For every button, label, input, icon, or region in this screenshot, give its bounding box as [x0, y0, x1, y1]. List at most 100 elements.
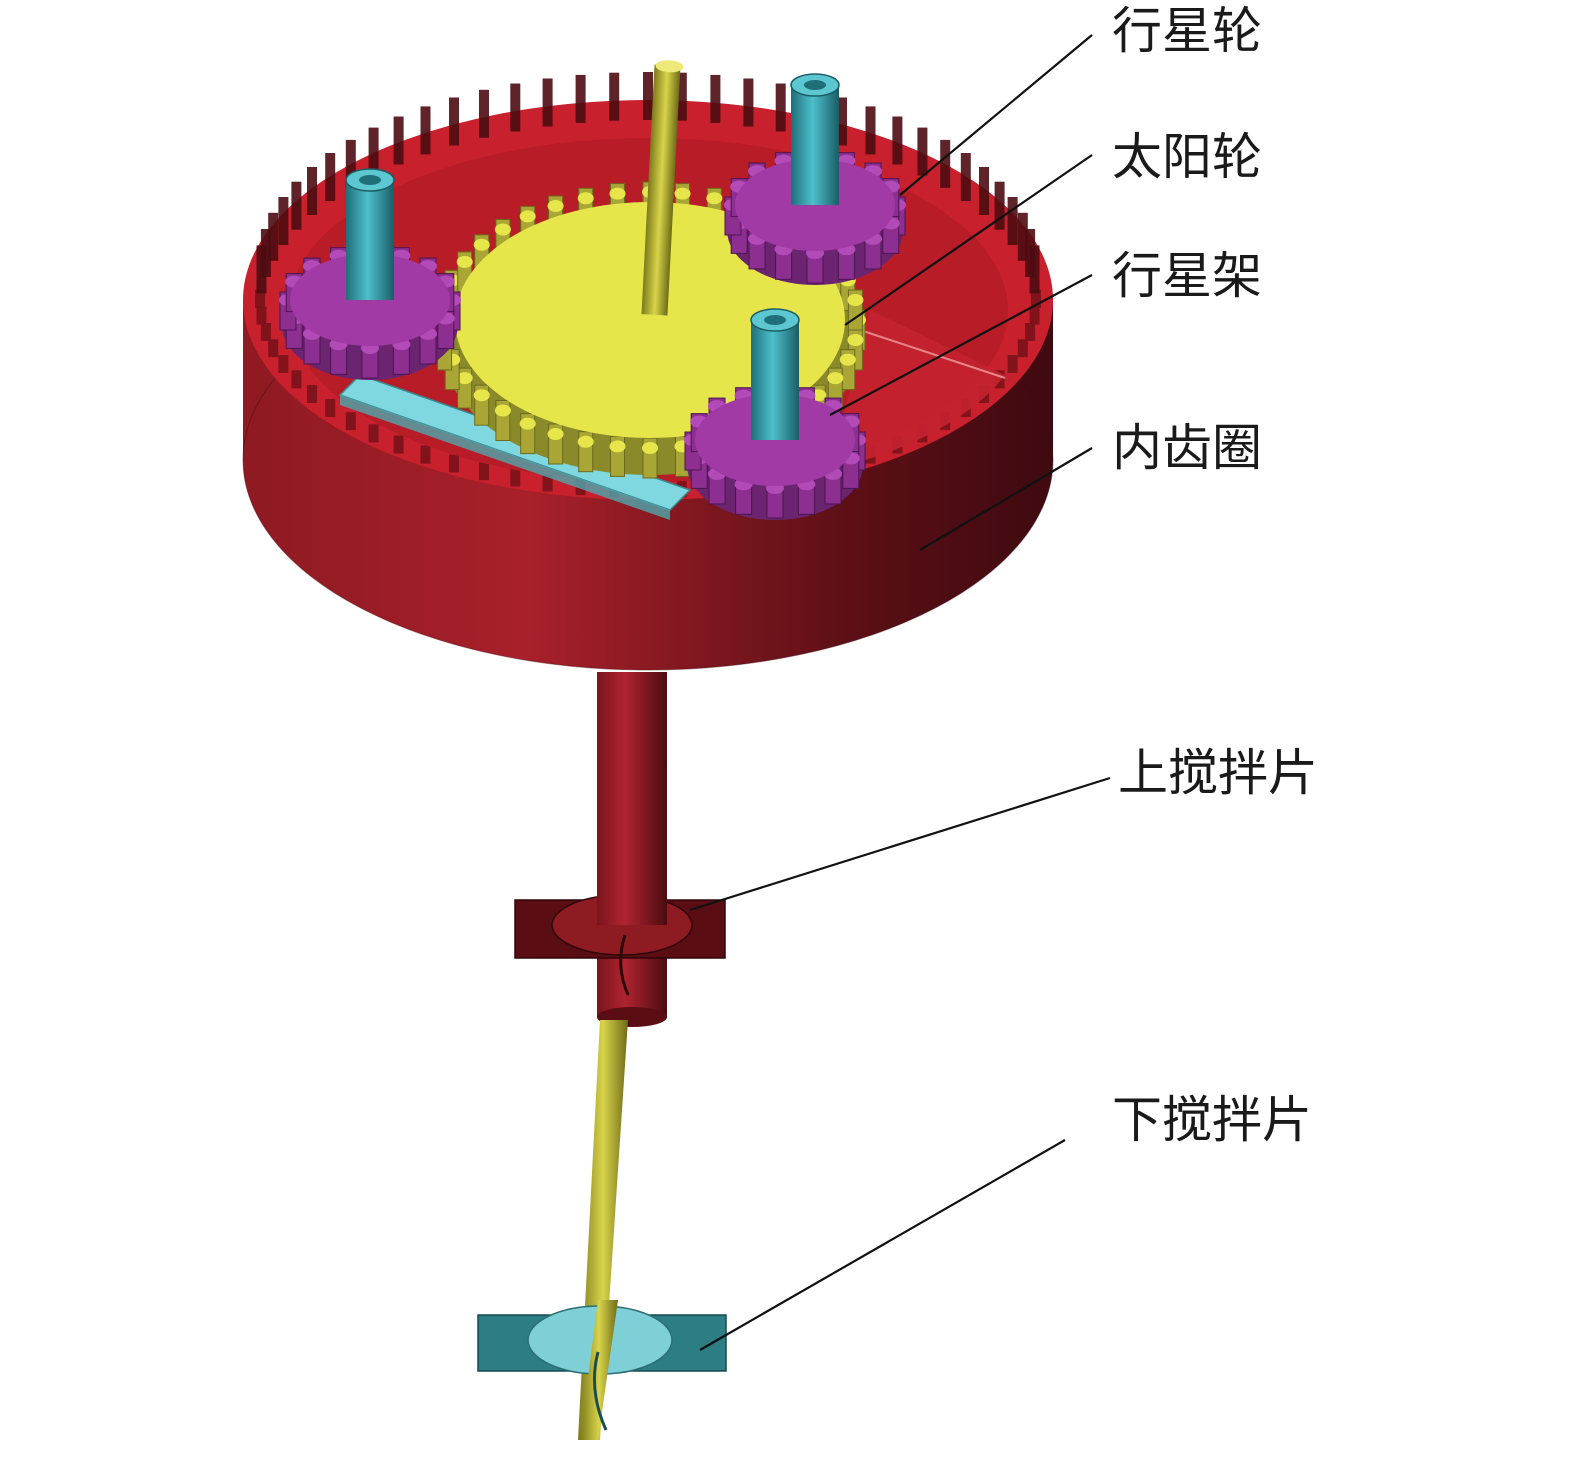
sun-tooth-tip — [827, 372, 844, 385]
planet-gear — [724, 73, 906, 285]
sun-tooth-tip — [519, 417, 536, 430]
ring-tooth — [260, 229, 271, 277]
ring-tooth — [307, 167, 317, 215]
sun-tooth-tip — [577, 435, 594, 448]
ring-tooth — [609, 72, 620, 121]
planet-pin — [751, 320, 799, 440]
sun-tooth-tip — [456, 255, 473, 268]
ring-tooth — [865, 106, 876, 155]
ring-tooth — [268, 212, 279, 261]
planet-pin — [346, 180, 394, 300]
ring-tooth — [1029, 306, 1040, 325]
ring-tooth — [917, 127, 928, 176]
ring-tooth — [575, 74, 586, 123]
annotations: 行星轮 太阳轮 行星架 内齿圈 上搅拌片 下搅拌片 — [689, 2, 1318, 1351]
ring-tooth — [837, 97, 847, 146]
ring-tooth — [960, 153, 971, 201]
ring-tooth — [676, 72, 687, 121]
ring-tooth — [345, 412, 356, 431]
planet-pin-hole — [764, 315, 786, 325]
ring-tooth — [278, 355, 289, 373]
ring-tooth — [743, 78, 754, 127]
planet-gear — [684, 308, 866, 520]
ring-tooth — [291, 181, 302, 230]
sun-tooth-tip — [494, 223, 511, 236]
sun-tooth-tip — [847, 334, 864, 346]
ring-tooth — [278, 197, 289, 245]
lower-blade — [477, 1300, 727, 1440]
ring-tooth — [325, 399, 336, 417]
sun-tooth-tip — [456, 372, 473, 385]
input-shaft-rod — [641, 64, 681, 316]
sun-tooth-tip — [674, 187, 691, 200]
ring-tooth — [255, 290, 265, 308]
ring-tooth — [1007, 197, 1018, 245]
leader-planet-gear — [899, 34, 1093, 196]
ring-tooth — [542, 473, 553, 492]
ring-tooth — [1017, 212, 1028, 261]
ring-tooth — [643, 72, 653, 120]
sun-tooth-tip — [609, 187, 626, 200]
ring-tooth — [393, 435, 404, 454]
ring-tooth — [979, 167, 989, 215]
ring-tooth — [368, 424, 379, 443]
ring-tooth — [449, 97, 459, 146]
label-sun-gear: 太阳轮 — [1112, 128, 1262, 186]
label-upper-blade: 上搅拌片 — [1118, 744, 1318, 802]
leader-ring-gear — [919, 447, 1093, 551]
ring-tooth — [775, 83, 786, 132]
planet-pin-hole — [359, 175, 381, 185]
sun-tooth-tip — [547, 428, 564, 440]
label-planet-carrier: 行星架 — [1112, 247, 1262, 305]
ring-tooth — [510, 468, 521, 487]
ring-tooth — [325, 153, 336, 201]
output-shaft-tube — [597, 672, 667, 1017]
sun-tooth-tip — [473, 389, 490, 402]
sun-tooth-tip — [642, 442, 658, 454]
leader-planet-carrier — [829, 274, 1093, 416]
ring-tooth — [940, 139, 951, 188]
leader-sun-gear — [844, 154, 1093, 326]
leader-lower-blade — [699, 1139, 1066, 1351]
sun-tooth-tip — [519, 210, 536, 223]
ring-tooth — [393, 116, 404, 165]
ring-tooth — [1025, 323, 1036, 341]
ring-tooth — [368, 127, 379, 176]
sun-tooth-tip — [494, 404, 511, 417]
ring-tooth — [479, 462, 489, 481]
ring-tooth — [542, 78, 553, 127]
sun-tooth-tip — [473, 238, 490, 251]
ring-tooth — [420, 445, 431, 464]
sun-tooth-tip — [609, 440, 626, 453]
ring-tooth — [1029, 245, 1040, 294]
label-ring-gear: 内齿圈 — [1112, 419, 1262, 477]
planet-pin — [791, 85, 839, 205]
ring-tooth — [1031, 290, 1041, 308]
planet-pin-hole — [804, 80, 826, 90]
sun-tooth-tip — [577, 192, 594, 205]
ring-tooth — [420, 106, 431, 155]
label-planet-gear: 行星轮 — [1112, 2, 1262, 60]
planet-gear — [279, 168, 461, 380]
ring-tooth — [479, 89, 489, 138]
sun-tooth-tip — [839, 353, 856, 366]
ring-tooth — [345, 139, 356, 188]
ring-tooth — [994, 181, 1005, 230]
label-lower-blade: 下搅拌片 — [1112, 1091, 1312, 1149]
ring-tooth — [307, 385, 317, 403]
leader-upper-blade — [689, 776, 1111, 912]
planet-gears — [279, 73, 906, 520]
ring-tooth — [291, 370, 302, 389]
ring-tooth — [510, 83, 521, 132]
ring-tooth — [710, 74, 721, 123]
sun-tooth-tip — [706, 192, 723, 205]
ring-tooth — [256, 306, 267, 325]
sun-tooth-tip — [847, 294, 864, 306]
ring-tooth — [268, 339, 279, 358]
ring-tooth — [892, 116, 903, 165]
ring-tooth — [449, 454, 459, 473]
input-shaft — [641, 60, 684, 316]
sun-tooth-tip — [547, 200, 564, 212]
ring-tooth — [260, 323, 271, 341]
